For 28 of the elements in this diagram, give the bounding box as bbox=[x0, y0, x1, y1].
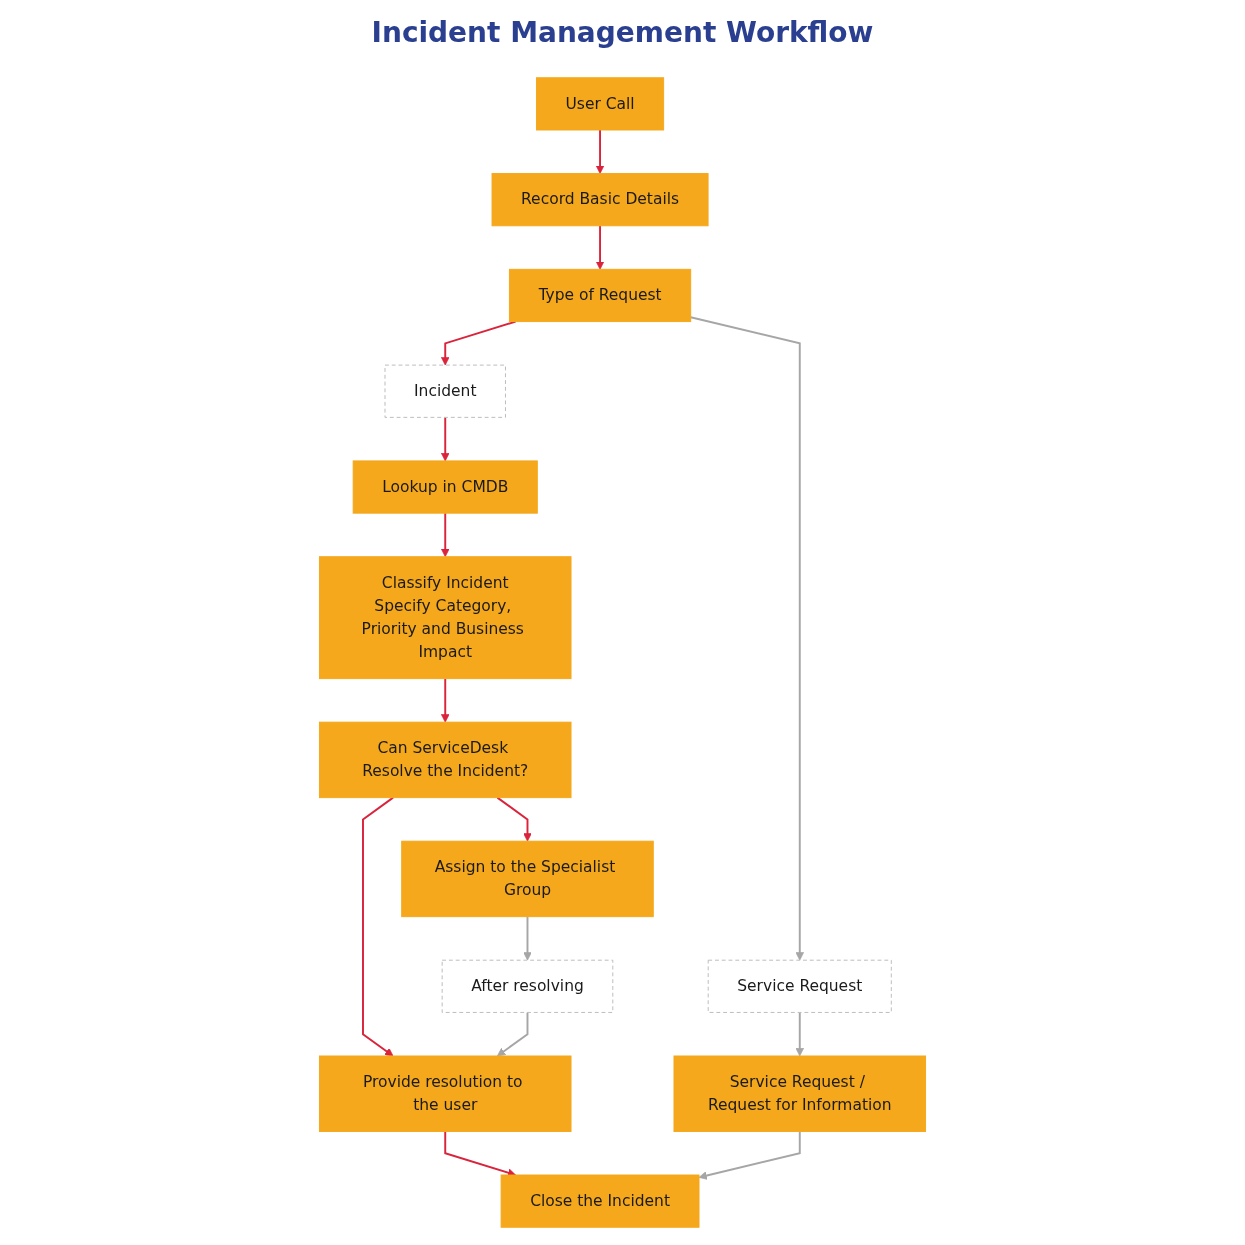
node-box: Assign to the Specialist Group bbox=[401, 840, 654, 918]
arrow bbox=[441, 677, 450, 723]
arrow bbox=[441, 320, 517, 366]
arrow bbox=[595, 129, 605, 174]
arrow bbox=[441, 416, 450, 462]
diagram-title: Incident Management Workflow bbox=[371, 16, 874, 49]
arrow bbox=[523, 915, 532, 961]
node-box: Incident bbox=[384, 364, 506, 418]
arrow bbox=[496, 796, 532, 842]
node-box: Provide resolution to the user bbox=[318, 1055, 572, 1132]
node-box: Classify Incident Specify Category, Priority and Business Impact bbox=[318, 556, 572, 680]
arrow bbox=[444, 1130, 516, 1177]
arrow bbox=[497, 1011, 529, 1057]
node-box: Type of Request bbox=[508, 268, 692, 323]
arrow bbox=[441, 512, 450, 558]
arrow bbox=[795, 1011, 804, 1057]
arrow bbox=[689, 316, 804, 961]
node-box: User Call bbox=[536, 77, 665, 131]
node-box: Record Basic Details bbox=[491, 173, 709, 227]
node-box: Can ServiceDesk Resolve the Incident? bbox=[318, 721, 572, 799]
arrow bbox=[595, 224, 605, 270]
arrow bbox=[698, 1130, 801, 1180]
node-box: Lookup in CMDB bbox=[352, 460, 538, 514]
node-box: Close the Incident bbox=[500, 1174, 700, 1228]
node-box: After resolving bbox=[441, 959, 614, 1013]
node-box: Service Request bbox=[707, 959, 892, 1013]
arrow bbox=[362, 796, 395, 1057]
node-box: Service Request / Request for Information bbox=[673, 1055, 927, 1132]
